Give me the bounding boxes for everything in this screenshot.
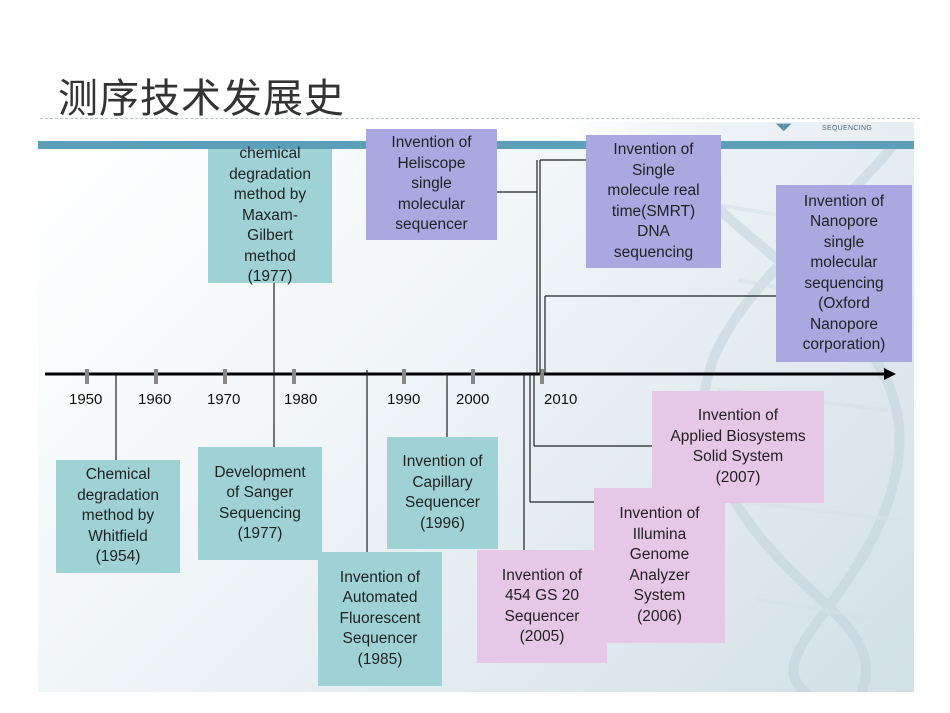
event-solid-system: Invention of Applied Biosystems Solid Sy…	[652, 391, 824, 503]
event-smrt: Invention of Single molecule real time(S…	[586, 135, 721, 268]
timeline-arrowhead	[884, 368, 896, 380]
connector-lines	[115, 159, 776, 552]
year-label-2000: 2000	[456, 391, 490, 408]
logo-icon: ◥◤	[776, 122, 792, 133]
year-label-2010: 2010	[544, 391, 578, 408]
year-label-1950: 1950	[69, 391, 103, 408]
axis-ticks	[85, 369, 544, 384]
event-heliscope: Invention of Heliscope single molecular …	[366, 129, 497, 240]
event-whitfield: Chemical degradation method by Whitfield…	[56, 460, 180, 573]
event-illumina: Invention of Illumina Genome Analyzer Sy…	[594, 488, 725, 643]
slide-title: 测序技术发展史	[58, 76, 345, 122]
title-divider	[40, 118, 920, 119]
event-maxam-gilbert: chemical degradation method by Maxam- Gi…	[208, 145, 332, 285]
year-label-1990: 1990	[387, 391, 421, 408]
year-label-1980: 1980	[284, 391, 318, 408]
logo-text: SEQUENCING	[822, 125, 873, 132]
year-label-1970: 1970	[207, 391, 241, 408]
event-454-gs20: Invention of 454 GS 20 Sequencer (2005)	[477, 550, 607, 663]
event-sanger: Development of Sanger Sequencing (1977)	[198, 447, 322, 560]
year-label-1960: 1960	[138, 391, 172, 408]
event-capillary: Invention of Capillary Sequencer (1996)	[387, 437, 498, 549]
event-automated-fluorescent: Invention of Automated Fluorescent Seque…	[318, 552, 442, 686]
event-nanopore: Invention of Nanopore single molecular s…	[776, 185, 912, 362]
